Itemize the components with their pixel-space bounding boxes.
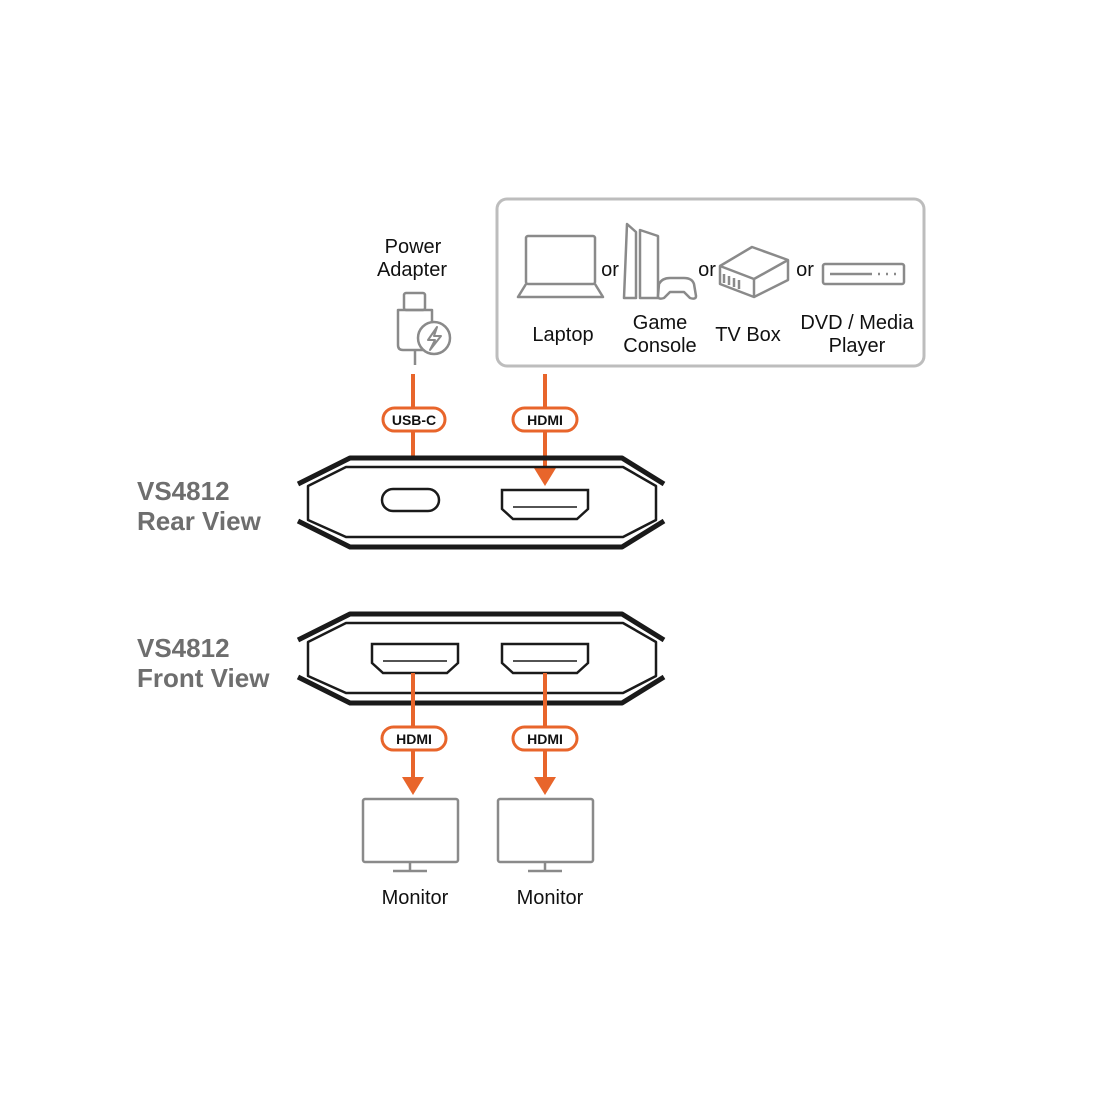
front-view-title-line2: Front View	[137, 663, 270, 693]
power-adapter-label-line2: Adapter	[377, 259, 447, 281]
game-console-label-line2: Console	[623, 335, 696, 357]
laptop-icon	[516, 234, 605, 299]
power-adapter-label-line1: Power	[385, 236, 442, 258]
hdmi-output-arrow-1	[402, 777, 424, 795]
or-label-3: or	[796, 259, 814, 281]
rear-view-title-line1: VS4812	[137, 476, 230, 506]
monitor-icon-1	[361, 797, 460, 873]
or-label-2: or	[698, 259, 716, 281]
game-console-label-line1: Game	[633, 312, 687, 334]
hdmi-output-badge-1-label: HDMI	[396, 731, 432, 747]
hdmi-input-badge-label: HDMI	[527, 412, 563, 428]
usb-c-port	[380, 487, 441, 513]
dvd-player-label-line1: DVD / Media	[800, 312, 914, 334]
dvd-player-icon	[821, 262, 906, 286]
tv-box-icon	[718, 245, 790, 299]
vs4812-front-body	[296, 611, 666, 706]
laptop-label: Laptop	[532, 324, 593, 346]
front-view-title-line1: VS4812	[137, 633, 230, 663]
or-label-1: or	[601, 259, 619, 281]
rear-view-title-line2: Rear View	[137, 506, 262, 536]
hdmi-output-badge-2-label: HDMI	[527, 731, 563, 747]
monitor-1-label: Monitor	[382, 887, 449, 909]
hdmi-input-arrow	[534, 468, 556, 486]
source-devices-box	[495, 197, 926, 368]
hdmi-input-port	[500, 488, 590, 521]
monitor-icon-2	[496, 797, 595, 873]
hdmi-output-arrow-2	[534, 777, 556, 795]
hdmi-output-port-2	[500, 642, 590, 675]
hdmi-output-port-1	[370, 642, 460, 675]
tv-box-label: TV Box	[715, 324, 781, 346]
usb-c-badge-label: USB-C	[392, 412, 436, 428]
monitor-2-label: Monitor	[517, 887, 584, 909]
dvd-player-label-line2: Player	[829, 335, 886, 357]
usb-c-plug-power-icon	[396, 291, 452, 365]
game-console-icon	[622, 222, 698, 300]
vs4812-rear-body	[296, 455, 666, 550]
